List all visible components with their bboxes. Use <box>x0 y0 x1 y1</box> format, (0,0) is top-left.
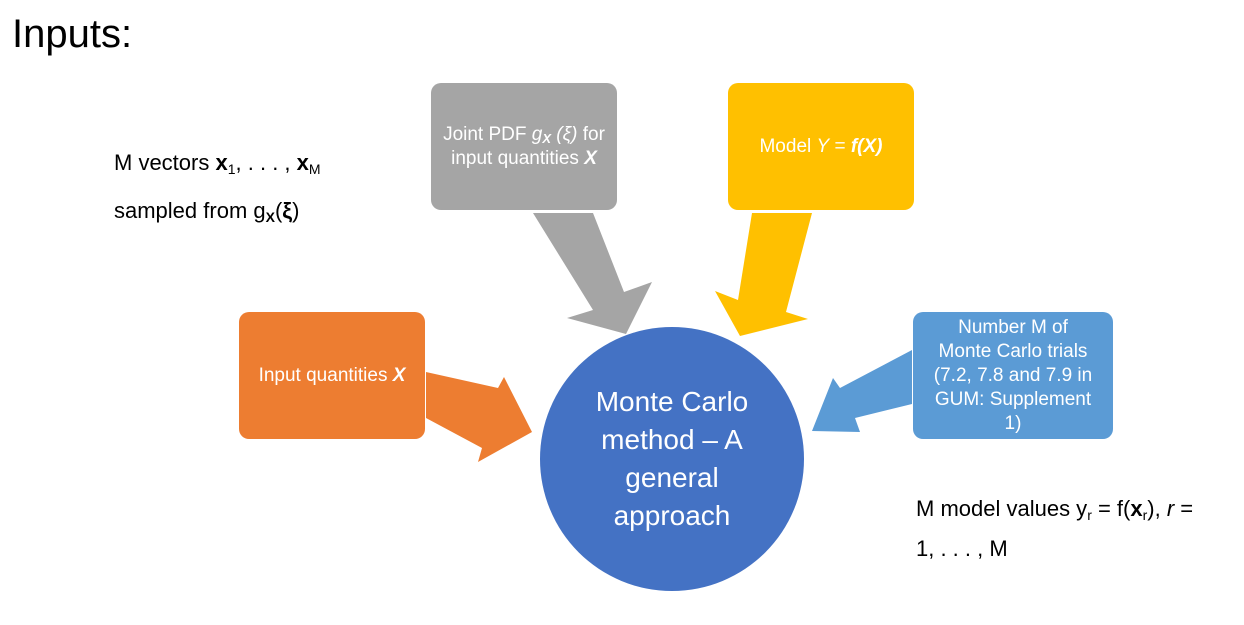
joint-pdf-line2: input quantities X <box>451 147 597 171</box>
monte-carlo-circle: Monte Carlo method – A general approach <box>540 327 804 591</box>
model-values-eq2: = <box>1174 496 1194 521</box>
samples-note-line1: M vectors x1, . . . , xM <box>114 148 321 178</box>
model-eq: = <box>829 135 851 157</box>
joint-pdf-line2-prefix: input quantities <box>451 147 585 169</box>
number-trials-line-3: (7.2, 7.8 and 7.9 in <box>933 364 1093 386</box>
input-quantities-line: Input quantities X <box>259 364 406 388</box>
samples-note-prefix: M vectors <box>114 150 216 175</box>
samples-note-paren-open: ( <box>274 198 283 223</box>
joint-pdf-suffix: for <box>577 123 605 145</box>
joint-pdf-box: Joint PDF gX (ξ) for input quantities X <box>431 83 617 210</box>
center-line-4: approach <box>613 500 731 531</box>
model-values-eq: = f( <box>1091 496 1131 521</box>
samples-note-gsub: X <box>265 209 275 225</box>
input-quantities-box: Input quantities X <box>239 312 425 439</box>
number-trials-line-5: 1) <box>1004 412 1022 434</box>
samples-note-x1: x <box>215 150 228 175</box>
center-line-3: general <box>625 462 719 493</box>
joint-pdf-line1: Joint PDF gX (ξ) for <box>443 123 605 147</box>
arrow-gray <box>533 213 652 334</box>
arrow-gold <box>715 213 812 336</box>
model-f: f(X) <box>850 135 883 157</box>
center-line-2: method – A <box>601 424 743 455</box>
number-trials-line-1: Number M of <box>958 316 1068 338</box>
joint-pdf-gsub: X <box>542 130 552 146</box>
joint-pdf-prefix: Joint PDF <box>443 123 532 145</box>
samples-note-line2: sampled from gX(ξ) <box>114 196 299 226</box>
samples-note-subM: M <box>308 161 321 177</box>
center-line-1: Monte Carlo <box>595 386 749 417</box>
number-trials-box: Number M of Monte Carlo trials (7.2, 7.8… <box>913 312 1113 439</box>
number-trials-line-4: GUM: Supplement <box>934 388 1092 410</box>
arrow-orange <box>426 372 532 462</box>
samples-note-paren-close: ) <box>292 198 300 223</box>
model-values-close: ), <box>1147 496 1167 521</box>
input-quantities-prefix: Input quantities <box>258 364 393 386</box>
samples-note-sub1: 1 <box>227 161 236 177</box>
arrow-blue <box>812 350 912 432</box>
input-quantities-X: X <box>392 364 406 386</box>
model-box: Model Y = f(X) <box>728 83 914 210</box>
samples-note-line2-prefix: sampled from g <box>114 198 266 223</box>
page-heading: Inputs: <box>12 12 133 56</box>
model-prefix: Model <box>759 135 817 157</box>
samples-note-xM: x <box>296 150 309 175</box>
model-values-note-line2: 1, . . . , M <box>916 536 1008 561</box>
model-values-prefix: M model values y <box>916 496 1088 521</box>
model-values-sub-r2: r <box>1142 507 1148 523</box>
number-trials-line-2: Monte Carlo trials <box>938 340 1088 362</box>
joint-pdf-g: g <box>531 123 543 145</box>
samples-note-xi: ξ <box>282 198 293 223</box>
joint-pdf-xi: (ξ) <box>551 123 578 145</box>
model-values-note-line1: M model values yr = f(xr), r = <box>916 494 1193 524</box>
model-Y: Y <box>816 135 830 157</box>
model-line: Model Y = f(X) <box>759 135 882 159</box>
samples-note-dots: , . . . , <box>235 150 297 175</box>
joint-pdf-X: X <box>584 147 597 169</box>
model-values-sub-r: r <box>1087 507 1092 523</box>
model-values-x: x <box>1130 496 1143 521</box>
model-values-r: r <box>1166 496 1175 521</box>
